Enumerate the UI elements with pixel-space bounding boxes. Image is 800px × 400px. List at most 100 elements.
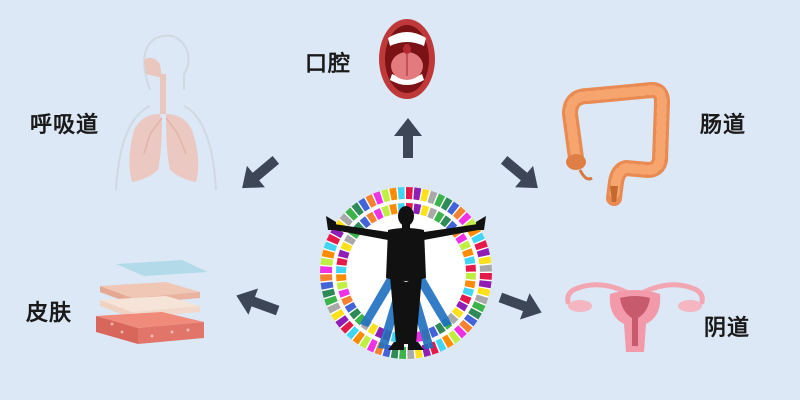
ring-segment bbox=[464, 256, 476, 265]
ring-segment bbox=[427, 190, 438, 205]
mouth-icon bbox=[379, 19, 435, 99]
ring-segment bbox=[442, 334, 454, 349]
ring-segment bbox=[373, 208, 384, 220]
arrow-to-respiratory-icon bbox=[242, 156, 280, 189]
ring-segment bbox=[345, 207, 359, 221]
mouth-label: 口腔 bbox=[305, 52, 352, 77]
ring-segment bbox=[421, 343, 431, 357]
ring-segment bbox=[321, 249, 335, 259]
ring-segment bbox=[373, 191, 384, 205]
ring-segment bbox=[367, 323, 379, 335]
ring-segment bbox=[435, 322, 446, 335]
ring-segment bbox=[365, 194, 377, 208]
ring-segment bbox=[320, 274, 333, 282]
ring-segment bbox=[339, 213, 353, 227]
ring-segment bbox=[338, 288, 350, 298]
arrow-to-mouth-icon bbox=[394, 118, 422, 158]
ring-segment bbox=[322, 288, 336, 298]
ring-segment bbox=[471, 301, 486, 313]
ring-segment bbox=[320, 266, 333, 273]
ring-segment bbox=[479, 264, 492, 272]
ring-segment bbox=[366, 211, 377, 224]
ring-segment bbox=[381, 205, 391, 217]
ring-segment bbox=[327, 302, 341, 314]
ring-segment bbox=[338, 249, 350, 259]
ring-segment bbox=[320, 257, 334, 266]
ring-segment bbox=[459, 319, 473, 333]
ring-segment bbox=[336, 274, 347, 282]
ring-segment bbox=[389, 187, 398, 201]
ring-segment bbox=[451, 307, 464, 319]
ring-segment bbox=[381, 189, 391, 203]
ring-segment bbox=[413, 187, 422, 201]
ring-segment bbox=[323, 241, 338, 252]
ring-segment bbox=[330, 309, 345, 321]
ring-segment bbox=[336, 266, 347, 273]
ring-segment bbox=[474, 240, 488, 251]
lungs-icon bbox=[115, 34, 217, 191]
ring-segment bbox=[427, 207, 438, 220]
ring-segment bbox=[352, 331, 365, 345]
ring-segment bbox=[458, 212, 472, 226]
ring-segment bbox=[459, 294, 472, 305]
ring-segment bbox=[382, 344, 392, 358]
ring-segment bbox=[453, 325, 467, 339]
ring-segment bbox=[456, 300, 468, 312]
ring-segment bbox=[389, 203, 398, 215]
ring-segment bbox=[459, 240, 471, 251]
ring-segment bbox=[340, 241, 353, 252]
ring-segment bbox=[341, 295, 353, 306]
arrow-to-vagina-icon bbox=[498, 292, 542, 320]
ring-segment bbox=[440, 215, 452, 228]
ring-segment bbox=[324, 295, 338, 306]
ring-segment bbox=[354, 313, 367, 326]
ring-segment bbox=[468, 307, 482, 320]
ring-segment bbox=[433, 211, 445, 223]
ring-segment bbox=[462, 287, 474, 297]
ring-segment bbox=[440, 197, 453, 211]
ring-segment bbox=[474, 294, 489, 305]
gut-label: 肠道 bbox=[700, 113, 747, 138]
intestine-icon bbox=[562, 82, 670, 206]
ring-segment bbox=[406, 187, 413, 200]
ring-segment bbox=[336, 257, 348, 266]
ring-segment bbox=[359, 216, 371, 229]
ring-segment bbox=[413, 203, 422, 215]
ring-segment bbox=[434, 193, 446, 208]
ring-segment bbox=[359, 335, 372, 349]
ring-segment bbox=[335, 315, 349, 328]
uterus-icon bbox=[565, 282, 705, 352]
ring-segment bbox=[358, 197, 370, 212]
ring-segment bbox=[346, 326, 360, 340]
ring-segment bbox=[428, 326, 439, 338]
ring-segment bbox=[447, 201, 460, 215]
ring-segment bbox=[464, 280, 476, 289]
ring-segment bbox=[349, 308, 362, 320]
ring-segment bbox=[397, 187, 405, 200]
ring-segment bbox=[420, 205, 430, 217]
ring-segment bbox=[446, 312, 459, 325]
ring-segment bbox=[477, 287, 491, 297]
skin-layers-icon bbox=[96, 260, 208, 344]
ring-segment bbox=[340, 320, 354, 334]
ring-segment bbox=[465, 273, 476, 280]
ring-segment bbox=[344, 234, 356, 246]
ring-segment bbox=[448, 330, 461, 344]
ring-segment bbox=[320, 281, 334, 290]
ring-segment bbox=[471, 232, 485, 244]
ring-segment bbox=[344, 302, 357, 313]
arrow-to-gut-icon bbox=[500, 156, 538, 189]
ring-segment bbox=[452, 206, 466, 220]
skin-label: 皮肤 bbox=[26, 301, 73, 326]
ring-segment bbox=[336, 281, 348, 290]
ring-segment bbox=[476, 248, 490, 258]
ring-segment bbox=[351, 202, 364, 216]
ring-segment bbox=[478, 280, 492, 289]
ring-segment bbox=[478, 256, 492, 265]
vagina-label: 阴道 bbox=[704, 316, 751, 341]
ring-segment bbox=[420, 188, 430, 202]
ring-segment bbox=[326, 233, 341, 245]
ring-segment bbox=[465, 264, 476, 272]
vitruvian-figure-icon bbox=[326, 206, 486, 350]
